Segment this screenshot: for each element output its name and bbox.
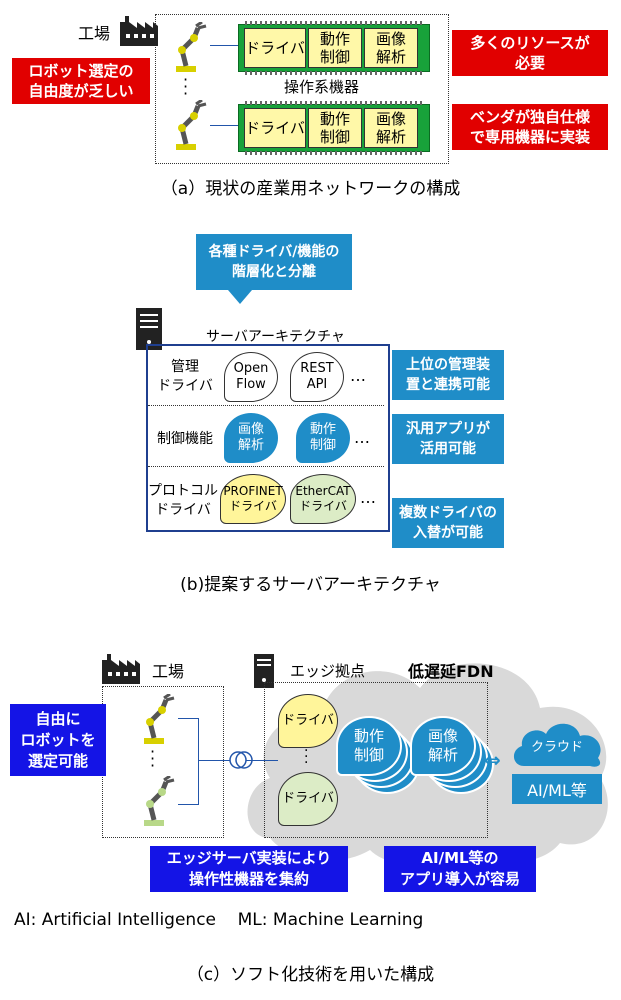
row-ellipsis: … (360, 488, 376, 507)
driver-bubble: ドライバ (278, 772, 338, 826)
row-ellipsis: … (350, 366, 366, 385)
driver-bubble: ドライバ (278, 694, 338, 748)
note-management: 上位の管理装 置と連携可能 (392, 350, 504, 400)
factory-icon (102, 654, 140, 684)
callout-edge-consolidation: エッジサーバ実装により 操作性機器を集約 (150, 846, 348, 892)
robot-arm-icon (144, 776, 175, 826)
link-line (178, 718, 198, 719)
ellipsis-vertical: ··· (304, 743, 309, 771)
row-divider (148, 466, 384, 467)
aiml-label: AI/ML等 (512, 774, 602, 804)
profinet-bubble: PROFINET ドライバ (220, 474, 286, 524)
factory-label-c: 工場 (152, 662, 185, 681)
note-control: 汎用アプリが 活用可能 (392, 414, 504, 464)
caption-b: (b)提案するサーバアーキテクチャ (180, 575, 441, 595)
motion-control-bubble: 動作 制御 (336, 716, 402, 776)
callout-resources: 多くのリソースが 必要 (452, 30, 608, 76)
ethercat-bubble: EtherCAT ドライバ (290, 474, 356, 524)
equipment-label: 操作系機器 (284, 78, 360, 96)
note-protocol: 複数ドライバの 入替が可能 (392, 498, 504, 548)
rest-api-bubble: REST API (290, 352, 344, 402)
robot-arm-icon (176, 22, 207, 72)
caption-a: （a）現状の産業用ネットワークの構成 (160, 179, 461, 199)
link-line (210, 45, 240, 46)
factory-frame-a (155, 14, 449, 164)
image-analysis-chip: 画像 解析 (364, 28, 418, 68)
link-line (178, 804, 198, 805)
image-analysis-chip: 画像 解析 (364, 108, 418, 148)
footnote: AI: Artificial Intelligence ML: Machine … (14, 910, 424, 930)
callout-robot-selection: ロボット選定の 自由度が乏しい (12, 58, 150, 104)
callout-ai-apps: AI/ML等の アプリ導入が容易 (384, 846, 536, 892)
caption-c: （c）ソフト化技術を用いた構成 (186, 965, 435, 985)
server-icon (254, 654, 274, 688)
link-line (198, 718, 199, 805)
driver-chip: ドライバ (244, 108, 306, 148)
callout-pointer (228, 290, 252, 304)
link-line (210, 125, 240, 126)
row-divider (148, 405, 384, 406)
fdn-label: 低遅延FDN (408, 662, 494, 681)
callout-layering: 各種ドライバ/機能の 階層化と分離 (196, 234, 352, 290)
edge-label: エッジ拠点 (290, 662, 366, 680)
factory-icon (120, 16, 158, 46)
motion-control-bubble: 動作 制御 (296, 413, 350, 463)
motion-control-chip: 動作 制御 (308, 28, 362, 68)
factory-label-a: 工場 (78, 24, 111, 43)
callout-free-selection: 自由に ロボットを 選定可能 (10, 704, 106, 776)
cloud-icon (513, 723, 601, 767)
robot-arm-icon (176, 100, 207, 150)
robot-arm-icon (144, 694, 175, 744)
callout-vendor: ベンダが独自仕様 で専用機器に実装 (452, 104, 608, 150)
cloud-label: クラウド (530, 740, 583, 755)
row-label-management: 管理 ドライバ (157, 359, 213, 394)
openflow-bubble: Open Flow (224, 352, 278, 402)
server-arch-frame (146, 344, 390, 532)
server-arch-label: サーバアーキテクチャ (206, 329, 345, 345)
image-analysis-bubble: 画像 解析 (224, 413, 278, 463)
fiber-coil-icon (229, 751, 253, 769)
motion-control-chip: 動作 制御 (308, 108, 362, 148)
row-label-protocol: プロトコル ドライバ (148, 483, 218, 518)
row-ellipsis: … (354, 428, 370, 447)
ellipsis-vertical: ··· (150, 742, 156, 775)
ellipsis-vertical: ··· (183, 70, 189, 103)
server-icon (136, 308, 162, 350)
row-label-control: 制御機能 (157, 431, 213, 447)
driver-chip: ドライバ (244, 28, 306, 68)
double-arrow-icon: ⇔ (484, 748, 501, 772)
image-analysis-bubble: 画像 解析 (410, 716, 476, 776)
